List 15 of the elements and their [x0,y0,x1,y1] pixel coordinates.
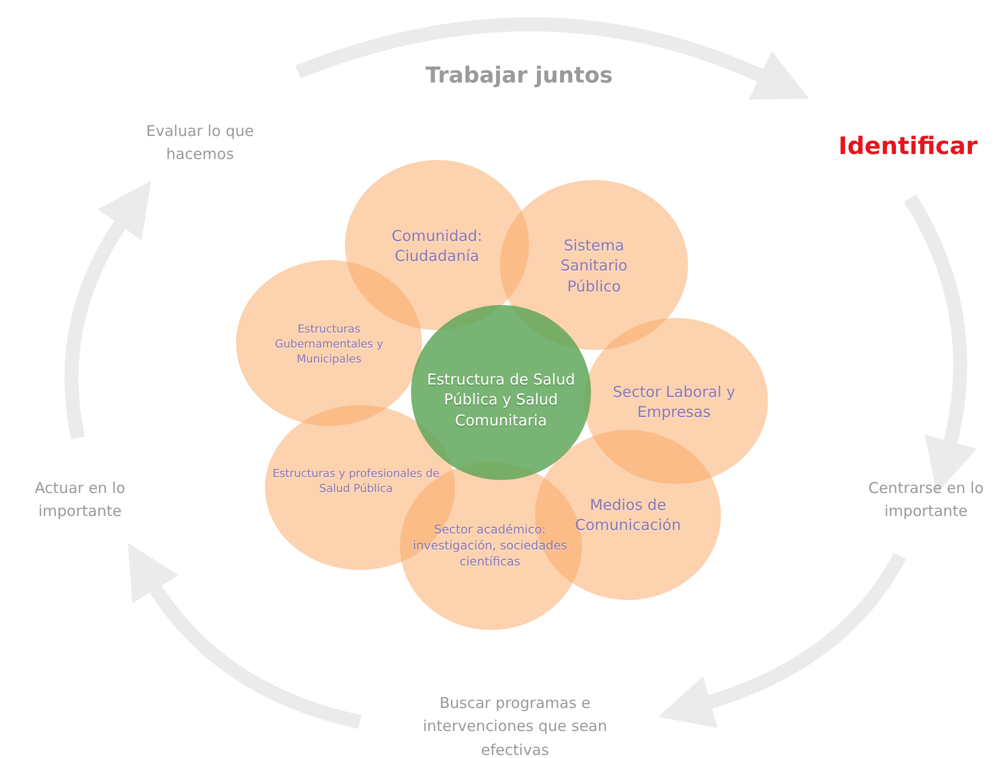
cycle-arrow [658,552,906,728]
step-label: Identificar [823,128,993,166]
step-label: Actuar en lo importante [32,477,128,524]
circle-label: Sector académico: investigación, sociedades científicas [412,522,568,570]
circle-label: Medios de Comunicación [574,494,682,536]
step-label: Buscar programas e intervenciones que sean efectivas [400,692,630,758]
cycle-arrow [126,544,362,729]
circle-label: Estructuras y profesionales de Salud Pública [272,467,440,497]
circle-label: Sistema Sanitario Público [560,236,628,296]
circle-label: Estructuras Gubernamentales y Municipales [274,322,384,368]
step-label: Evaluar lo que hacemos [141,120,259,166]
circle-label: Sector Laboral y Empresas [612,382,736,422]
circle-label: Estructura de Salud Pública y Salud Comunitaria [426,370,576,430]
step-label: Centrarse en lo importante [851,477,999,524]
circle-label: Comunidad: Ciudadanía [390,226,484,266]
